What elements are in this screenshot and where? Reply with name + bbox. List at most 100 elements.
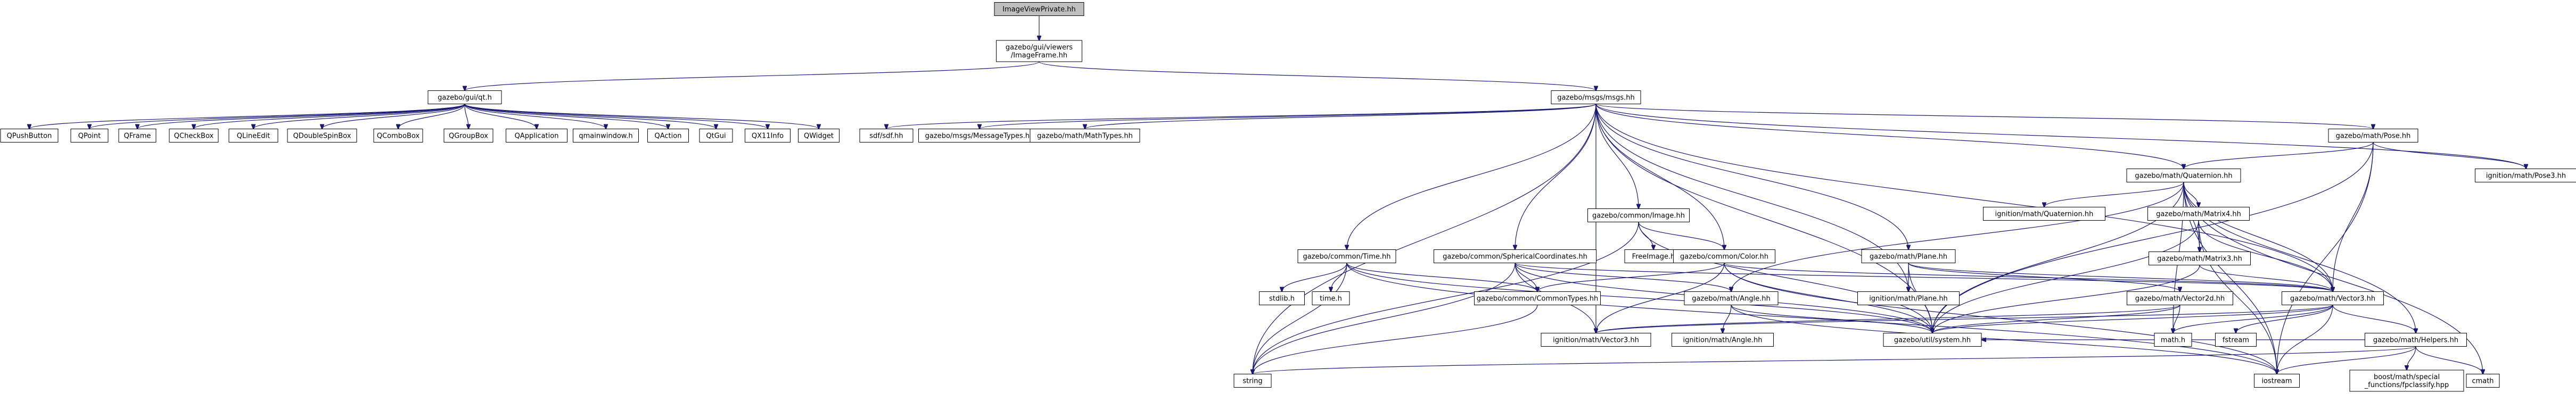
edge-imageframe-to-guiqt [465, 61, 1040, 91]
edge-guiqt-to-qdoublespinbox [322, 104, 465, 129]
node-box [1684, 291, 1779, 305]
node-box [1030, 129, 1140, 142]
node-label: QDoubleSpinBox [293, 132, 351, 140]
edge-guiqt-to-qapplication [464, 104, 537, 129]
edge-sphcoords-to-angle [1515, 263, 1731, 292]
node-label: ignition/math/Angle.hh [1683, 337, 1763, 345]
node-label: gazebo/math/Angle.hh [1692, 295, 1771, 303]
edge-time-to-gzsystem [1346, 263, 1932, 333]
node-ignplane: ignition/math/Plane.hh [1857, 291, 1960, 305]
node-box [745, 129, 791, 142]
edge-color-to-ignvector3 [1596, 263, 1725, 333]
edge-msgs-to-image [1595, 104, 1639, 209]
node-plane[interactable]: gazebo/math/Plane.hh [1861, 249, 1956, 263]
node-box [2147, 207, 2250, 221]
node-imageframe[interactable]: gazebo/gui/viewers/ImageFrame.hh [996, 40, 1082, 62]
node-vector3[interactable]: gazebo/math/Vector3.hh [2282, 291, 2384, 305]
node-qdoublespinbox: QDoubleSpinBox [287, 129, 357, 142]
node-label: gazebo/common/CommonTypes.hh [1477, 295, 1598, 303]
node-pose[interactable]: gazebo/math/Pose.hh [2328, 129, 2418, 142]
node-label: iostream [2261, 378, 2292, 385]
edge-color-to-commontypes [1537, 263, 1725, 292]
node-ignpose3: ignition/math/Pose3.hh [2475, 169, 2576, 182]
node-matrix3[interactable]: gazebo/math/Matrix3.hh [2149, 252, 2251, 265]
edge-msgs-to-pose [1595, 103, 2373, 129]
edge-pose-to-vector3 [2333, 142, 2374, 292]
node-cmath: cmath [2466, 374, 2500, 388]
edge-time-to-iostream [1346, 263, 2277, 374]
node-box [1551, 90, 1641, 104]
node-box [1297, 249, 1396, 263]
node-matrix4[interactable]: gazebo/math/Matrix4.hh [2147, 207, 2250, 221]
edge-msgs-to-color [1595, 104, 1724, 250]
node-label: QComboBox [377, 132, 420, 140]
node-label: QApplication [515, 132, 559, 140]
node-time[interactable]: gazebo/common/Time.hh [1297, 249, 1396, 263]
node-box [373, 129, 423, 142]
node-color[interactable]: gazebo/common/Color.hh [1673, 249, 1775, 263]
node-root[interactable]: ImageViewPrivate.hh [994, 2, 1084, 16]
edge-quaternion-to-vector3 [2183, 182, 2333, 292]
node-label: ignition/math/Quaternion.hh [1995, 211, 2094, 219]
node-box [1883, 333, 1982, 347]
node-label: gazebo/math/MathTypes.hh [1037, 132, 1133, 140]
node-box [2365, 333, 2467, 347]
node-label: QPushButton [7, 132, 52, 140]
node-quaternion[interactable]: gazebo/math/Quaternion.hh [2126, 169, 2241, 182]
node-box [1983, 207, 2105, 221]
edge-msgs-to-time [1347, 104, 1596, 250]
edge-sphcoords-to-vector3 [1515, 262, 2333, 292]
edge-time-to-stdlib [1282, 263, 1347, 292]
node-label: stdlib.h [1269, 295, 1295, 303]
node-image[interactable]: gazebo/common/Image.hh [1587, 208, 1690, 222]
node-guiqt[interactable]: gazebo/gui/qt.h [427, 90, 502, 104]
node-label: gazebo/math/Matrix3.hh [2157, 255, 2242, 263]
edge-image-to-gzsystem [1638, 222, 1932, 333]
edge-guiqt-to-qlineedit [253, 103, 465, 129]
node-gzsystem[interactable]: gazebo/util/system.hh [1883, 333, 1982, 347]
node-label: gazebo/common/Image.hh [1592, 212, 1685, 220]
node-label: /ImageFrame.hh [1011, 52, 1067, 60]
edge-msgs-to-messagetypes [980, 103, 1596, 129]
node-commontypes[interactable]: gazebo/common/CommonTypes.hh [1474, 291, 1601, 305]
node-helpers[interactable]: gazebo/math/Helpers.hh [2365, 333, 2467, 347]
node-label: QtGui [706, 132, 726, 140]
node-label: _functions/fpclassify.hpp [2364, 381, 2449, 389]
edge-guiqt-to-qframe [137, 103, 465, 129]
node-box [2126, 169, 2241, 182]
edge-color-to-vector3 [1724, 262, 2333, 292]
node-label: QGroupBox [449, 132, 488, 140]
edge-imageframe-to-msgs [1039, 61, 1596, 91]
node-box [1541, 333, 1651, 347]
node-mathtypes[interactable]: gazebo/math/MathTypes.hh [1030, 129, 1140, 142]
edge-guiqt-to-qx11info [464, 103, 768, 129]
node-box [2282, 291, 2384, 305]
edge-guiqt-to-qcheckbox [194, 103, 465, 129]
edge-guiqt-to-qwidget [464, 103, 819, 129]
node-msgs[interactable]: gazebo/msgs/msgs.hh [1551, 90, 1641, 104]
node-box [169, 129, 219, 142]
node-sphcoords[interactable]: gazebo/common/SphericalCoordinates.hh [1434, 249, 1596, 263]
edge-guiqt-to-qcombobox [398, 104, 465, 129]
node-box [0, 129, 59, 142]
node-label: QAction [655, 132, 682, 140]
node-box [427, 90, 502, 104]
edge-guiqt-to-qgroupbox [464, 104, 468, 129]
node-label: gazebo/math/Quaternion.hh [2135, 172, 2232, 180]
node-iostream: iostream [2254, 374, 2300, 388]
edge-guiqt-to-qaction [464, 103, 668, 129]
node-box [1434, 249, 1596, 263]
edge-msgs-to-string [1253, 104, 1596, 374]
edge-image-to-freeimage [1638, 222, 1653, 250]
node-vector2d[interactable]: gazebo/math/Vector2d.hh [2127, 291, 2233, 305]
node-qpushbutton: QPushButton [0, 129, 59, 142]
node-box [2349, 370, 2464, 392]
node-label: QX11Info [752, 132, 784, 140]
node-label: gazebo/common/SphericalCoordinates.hh [1443, 253, 1587, 261]
edge-vector2d-to-ignvector3 [1596, 304, 2180, 333]
edge-msgs-to-gzsystem [1595, 104, 1932, 333]
node-qx11info: QX11Info [745, 129, 791, 142]
node-angle[interactable]: gazebo/math/Angle.hh [1684, 291, 1779, 305]
edge-helpers-to-string [1253, 346, 2416, 374]
